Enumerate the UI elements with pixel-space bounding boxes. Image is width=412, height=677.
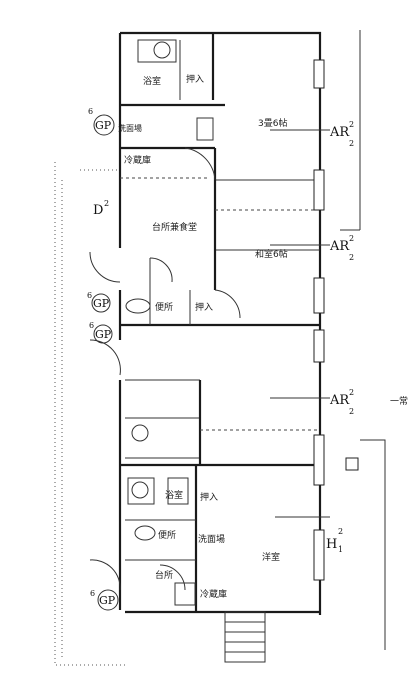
d-sup: 2 xyxy=(104,199,109,208)
bath-drain-1 xyxy=(153,41,171,59)
gp-circle-2 xyxy=(91,293,111,313)
label-main-room: 洋室 xyxy=(262,551,280,563)
label-bath-2: 浴室 xyxy=(165,489,183,501)
window-right-1 xyxy=(313,59,325,89)
ar-label-2: AR xyxy=(329,239,350,254)
label-dining-kitchen: 台所兼食堂 xyxy=(152,221,197,233)
label-washroom: 洗面場 xyxy=(118,123,142,133)
ar-sub-1: 2 xyxy=(349,139,354,148)
drain-lower-room xyxy=(131,424,149,442)
door-swing-left-2 xyxy=(89,339,121,376)
toilet-fixture-2 xyxy=(134,525,156,541)
label-toilet-2: 便所 xyxy=(158,529,176,541)
ar-sub-3: 2 xyxy=(349,407,354,416)
gp-label-2: GP xyxy=(93,297,110,310)
shower-unit xyxy=(167,477,189,505)
h-sup: 2 xyxy=(338,527,343,536)
label-closet-1: 押入 xyxy=(186,73,204,85)
label-bath-1: 浴室 xyxy=(143,75,161,87)
label-room-3mat: 3畳6帖 xyxy=(258,117,287,129)
h-label: H xyxy=(326,537,337,552)
bath-drain-2 xyxy=(131,481,149,499)
door-swing-dining xyxy=(184,147,216,181)
window-right-4 xyxy=(313,329,325,363)
h-sub: 1 xyxy=(338,545,343,554)
gp-label-3: GP xyxy=(95,328,112,341)
d-label: D xyxy=(93,203,103,218)
stairs xyxy=(224,611,266,663)
label-laundry: 洗面場 xyxy=(198,533,225,545)
bathtub-1 xyxy=(137,39,177,63)
label-closet-3: 押入 xyxy=(200,491,218,503)
side-note: 一常 xyxy=(390,395,408,407)
gp-num-4: 6 xyxy=(90,589,95,598)
fridge-unit-2 xyxy=(174,582,196,606)
ar-sup-1: 2 xyxy=(349,120,354,129)
outlet-marker xyxy=(345,457,359,471)
door-swing-toilet1 xyxy=(149,257,173,283)
label-closet-2: 押入 xyxy=(195,301,213,313)
window-right-5 xyxy=(313,434,325,486)
door-swing-kitchen xyxy=(159,564,186,591)
label-fridge-1: 冷蔵庫 xyxy=(124,154,151,166)
door-swing-left-1 xyxy=(89,251,121,283)
window-right-3 xyxy=(313,277,325,314)
gp-circle-4 xyxy=(97,589,119,611)
gp-label-1: GP xyxy=(95,119,112,132)
ar-sup-2: 2 xyxy=(349,234,354,243)
outer-boundary-right-lower xyxy=(360,439,386,650)
gp-num-2: 6 xyxy=(87,291,92,300)
window-right-2 xyxy=(313,169,325,211)
label-kitchen: 台所 xyxy=(155,569,173,581)
label-room-6mat: 和室6帖 xyxy=(255,248,288,260)
gp-num-1: 6 xyxy=(88,107,93,116)
door-swing-closet xyxy=(214,289,241,319)
gp-circle-3 xyxy=(93,324,113,344)
label-toilet-1: 便所 xyxy=(155,301,173,313)
sink-washroom xyxy=(196,117,214,141)
ar-label-3: AR xyxy=(329,393,350,408)
ar-sup-3: 2 xyxy=(349,388,354,397)
ar-sub-2: 2 xyxy=(349,253,354,262)
label-fridge-2: 冷蔵庫 xyxy=(200,588,227,600)
gp-circle-1 xyxy=(93,114,115,136)
ar-label-1: AR xyxy=(329,125,350,140)
toilet-fixture-1 xyxy=(125,298,151,314)
door-swing-left-3 xyxy=(89,559,121,591)
gp-num-3: 6 xyxy=(89,321,94,330)
window-right-6 xyxy=(313,529,325,581)
gp-label-4: GP xyxy=(99,594,116,607)
bathtub-2 xyxy=(127,477,155,505)
